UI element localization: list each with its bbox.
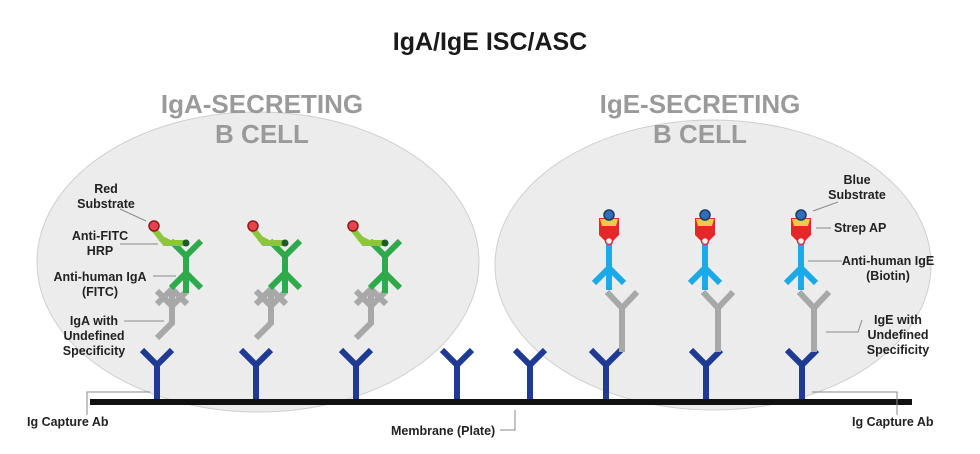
ige-complex-3 (783, 209, 832, 352)
red-substrate-dot (148, 220, 160, 232)
iga-secreted-antibody (353, 286, 389, 341)
diagram-title: IgA/IgE ISC/ASC (393, 28, 587, 56)
leader-red-substrate (119, 208, 147, 222)
label-ige-undefined-line2: Undefined (867, 328, 928, 342)
iga-complex-1 (148, 220, 204, 341)
leader-ige-undefined (826, 319, 863, 333)
label-anti-human-ige-line2: (Biotin) (866, 269, 910, 283)
capture-antibody (515, 350, 545, 399)
label-iga-undefined-line3: Specificity (63, 344, 126, 358)
iga-cell-title-line1: IgA-SECRETING (161, 89, 363, 119)
ige-secreted-antibody (604, 289, 640, 352)
label-anti-human-iga-line1: Anti-human IgA (53, 270, 146, 284)
ige-cell-title-line2: B CELL (653, 119, 747, 149)
iga-secreted-antibody (154, 286, 190, 341)
anti-fitc-hrp (249, 226, 285, 246)
leader-ig-capture-right (812, 391, 898, 415)
leader-blue-substrate (812, 201, 839, 212)
anti-human-ige (687, 243, 723, 290)
iga-complex-2 (247, 220, 303, 341)
label-anti-fitc-line2: HRP (87, 244, 113, 258)
ige-complex-2 (687, 209, 736, 352)
strep-ap (599, 218, 619, 241)
label-ige-undefined-line3: Specificity (867, 343, 930, 357)
blue-substrate-dot (795, 209, 807, 221)
red-substrate-dot (347, 220, 359, 232)
label-ig-capture-left: Ig Capture Ab (27, 415, 109, 429)
leader-ig-capture-left (86, 391, 150, 415)
anti-human-ige (591, 243, 627, 290)
ige-b-cell (494, 119, 932, 411)
membrane-plate (90, 399, 912, 405)
label-ige-undefined-line1: IgE with (874, 313, 922, 327)
label-membrane: Membrane (Plate) (391, 424, 495, 438)
red-substrate-dot (247, 220, 259, 232)
label-anti-fitc-line1: Anti-FITC (72, 229, 128, 243)
ige-cell-title-line1: IgE-SECRETING (600, 89, 801, 119)
fitc-dot (381, 239, 389, 247)
anti-fitc-hrp (150, 226, 186, 246)
fitc-dot (182, 239, 190, 247)
capture-antibody (442, 350, 472, 399)
label-iga-undefined-line1: IgA with (70, 314, 118, 328)
iga-complex-3 (347, 220, 403, 341)
label-iga-undefined-line2: Undefined (63, 329, 124, 343)
iga-b-cell (36, 111, 480, 413)
label-blue-substrate-line1: Blue (843, 173, 870, 187)
ige-secreted-antibody (700, 289, 736, 352)
ige-complex-1 (591, 209, 640, 352)
anti-fitc-hrp (349, 226, 385, 246)
biotin-dot (796, 236, 806, 246)
strep-ap (695, 218, 715, 241)
label-ig-capture-right: Ig Capture Ab (852, 415, 934, 429)
anti-human-ige (783, 243, 819, 290)
blue-substrate-dot (603, 209, 615, 221)
iga-cell-title-line2: B CELL (215, 119, 309, 149)
anti-human-iga (367, 238, 403, 293)
label-red-substrate-line2: Substrate (77, 197, 135, 211)
blue-substrate-dot (699, 209, 711, 221)
biotin-dot (604, 236, 614, 246)
label-anti-human-ige-line1: Anti-human IgE (842, 254, 934, 268)
strep-ap (791, 218, 811, 241)
label-blue-substrate-line2: Substrate (828, 188, 886, 202)
fitc-dot (281, 239, 289, 247)
biotin-dot (700, 236, 710, 246)
iga-secreted-antibody (253, 286, 289, 341)
leader-membrane (500, 410, 516, 431)
label-anti-human-iga-line2: (FITC) (82, 285, 118, 299)
label-red-substrate-line1: Red (94, 182, 118, 196)
label-strep-ap: Strep AP (834, 221, 886, 235)
ige-secreted-antibody (796, 289, 832, 352)
